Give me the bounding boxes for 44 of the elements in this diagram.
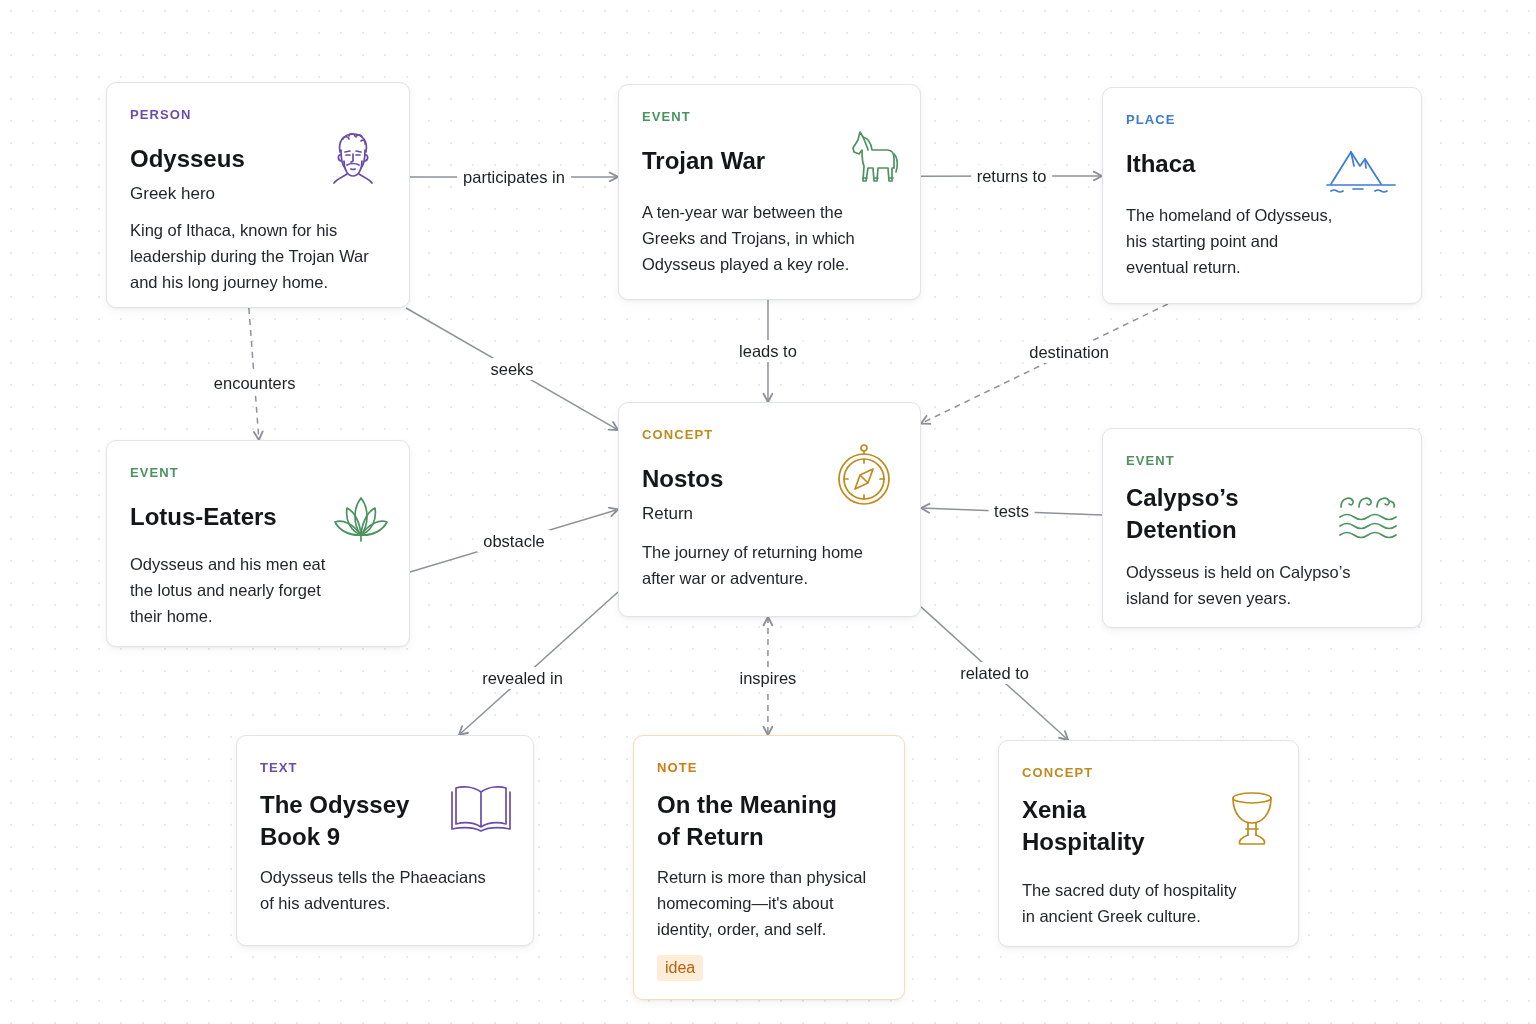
card-description: King of Ithaca, known for his leadership during the Trojan War and his long journey home.	[130, 220, 370, 293]
info-card	[236, 735, 534, 946]
edge-label: obstacle	[477, 529, 551, 552]
card-title: Nostos	[642, 464, 724, 494]
info-card	[1102, 428, 1422, 628]
category-label: CONCEPT	[1022, 765, 1094, 781]
category-label: EVENT	[642, 109, 691, 125]
note-card	[633, 735, 905, 1000]
info-card	[106, 82, 410, 308]
info-card	[998, 740, 1299, 947]
card-description: Odysseus is held on Calypso’s island for seven years.	[1126, 562, 1352, 609]
card-title: Odysseus	[130, 144, 245, 174]
arrow	[248, 307, 264, 441]
arrow	[762, 616, 774, 736]
card-title: Calypso’s Detention	[1126, 483, 1240, 545]
card-title: Ithaca	[1126, 149, 1196, 179]
info-card	[618, 402, 921, 617]
info-card	[618, 84, 921, 300]
card-description: The sacred duty of hospitality in ancient Greek culture.	[1022, 880, 1238, 927]
edge-label: leads to	[733, 340, 803, 362]
card-description: Odysseus and his men eat the lotus and nearly forget their home.	[130, 554, 327, 627]
card-description: The homeland of Odysseus, his starting point and eventual return.	[1126, 205, 1334, 278]
category-label: EVENT	[1126, 453, 1175, 469]
category-label: PLACE	[1126, 112, 1176, 128]
note-tag: idea	[657, 955, 704, 981]
card-title: The Odyssey Book 9	[260, 790, 411, 852]
card-title: Xenia Hospitality	[1022, 795, 1146, 857]
category-label: EVENT	[130, 465, 179, 481]
category-label: NOTE	[657, 760, 698, 776]
category-label: PERSON	[130, 107, 192, 123]
edge-label: returns to	[970, 165, 1053, 188]
info-card	[106, 440, 410, 647]
card-title: Trojan War	[642, 146, 766, 176]
category-label: TEXT	[260, 760, 298, 776]
card-title: On the Meaning of Return	[657, 790, 838, 852]
card-subtitle: Return	[642, 503, 694, 525]
card-description: Return is more than physical homecoming—it's about identity, order, and self.	[657, 867, 868, 940]
card-description: Odysseus tells the Phaeacians of his adventures.	[260, 867, 487, 914]
card-subtitle: Greek hero	[130, 183, 216, 205]
category-label: CONCEPT	[642, 427, 714, 443]
info-card	[1102, 87, 1422, 304]
card-description: A ten-year war between the Greeks and Trojans, in which Odysseus played a key role.	[642, 202, 856, 275]
card-description: The journey of returning home after war or adventure.	[642, 542, 865, 589]
card-title: Lotus-Eaters	[130, 502, 277, 532]
